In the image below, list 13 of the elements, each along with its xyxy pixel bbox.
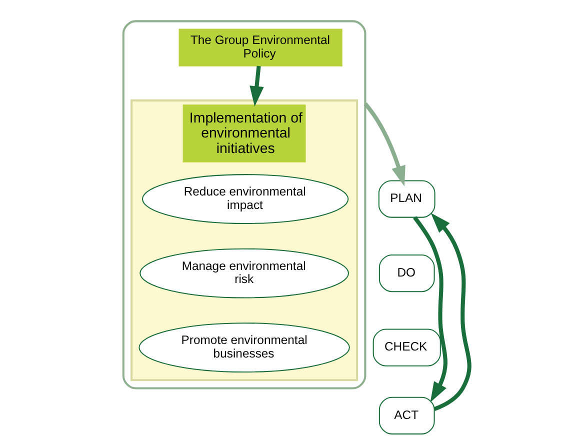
arrow [413,216,448,402]
node-ellipse: Reduce environmental impact [142,174,349,224]
arrow [250,65,264,106]
node-ellipse: Manage environmental risk [140,248,350,298]
node-box: DO [378,254,435,292]
cluster [122,20,366,389]
arrow [364,102,406,186]
node-box: ACT [378,396,435,434]
node-box: PLAN [378,180,436,218]
node-box: The Group Environmental Policy [178,28,342,66]
arrow [430,212,472,410]
node-ellipse: Promote environmental businesses [138,322,350,372]
node-box: CHECK [372,328,441,366]
